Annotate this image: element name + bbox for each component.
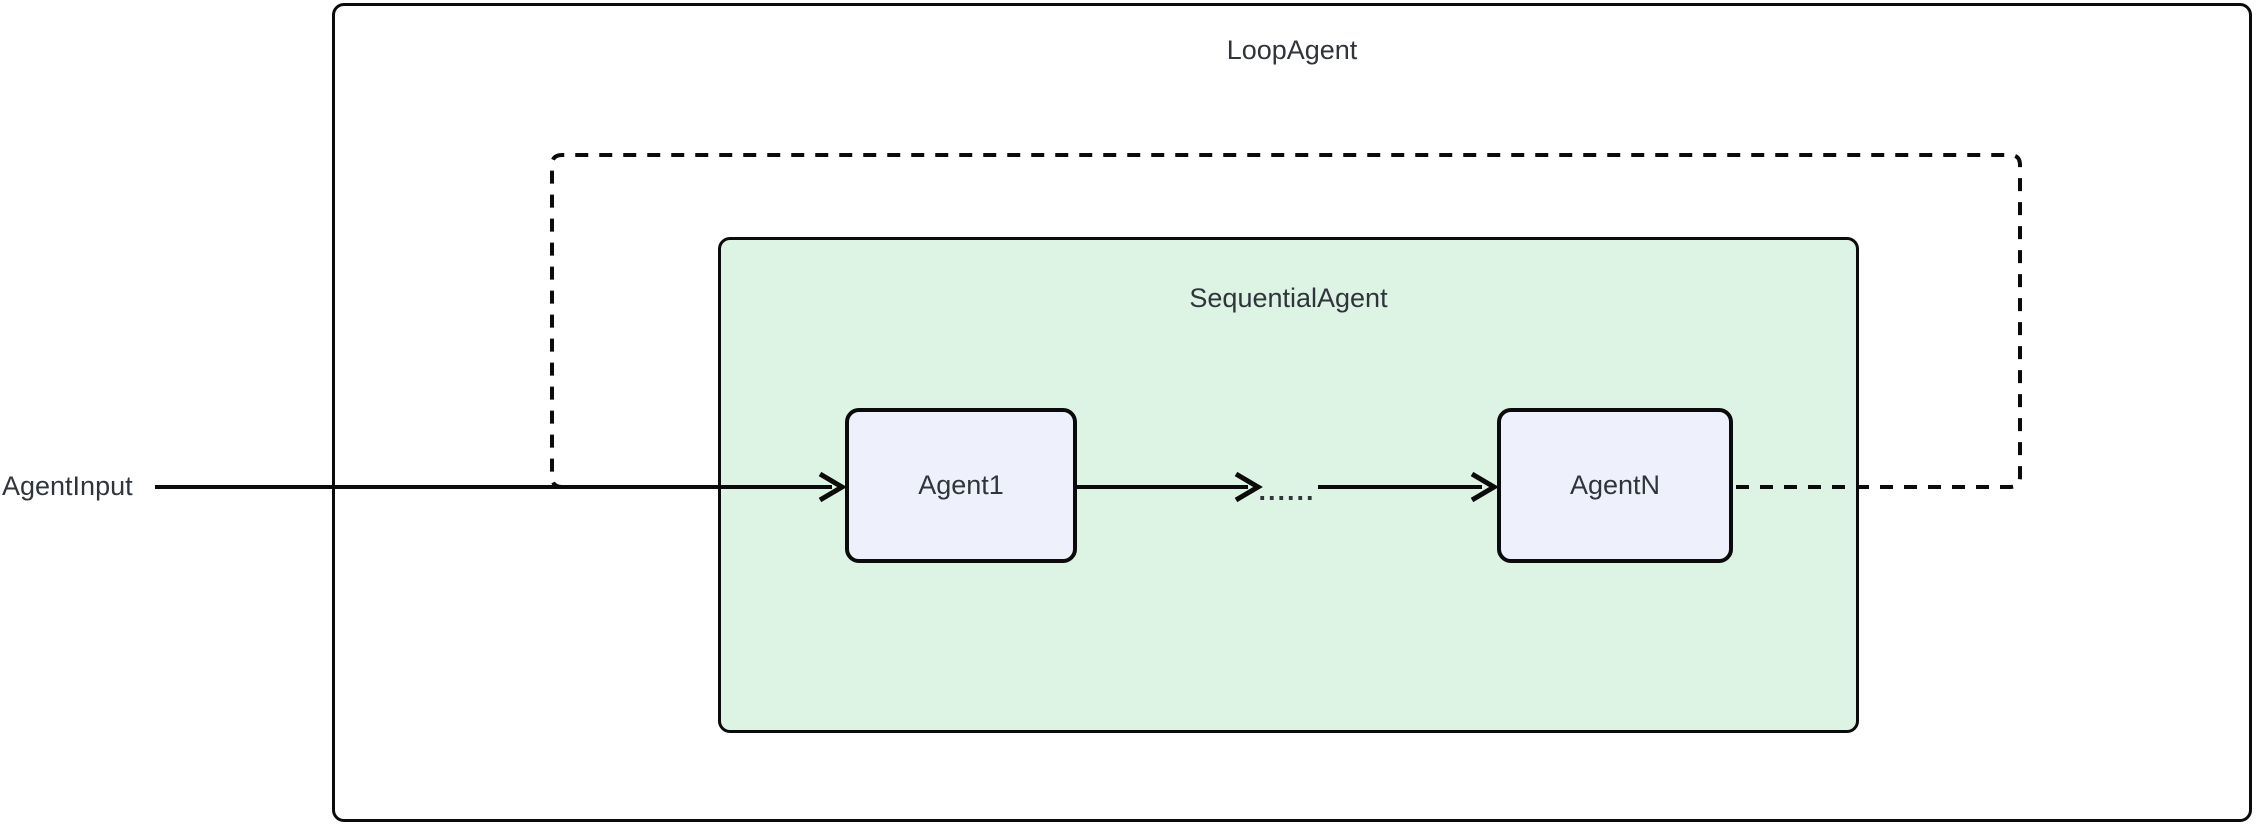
agent-input-label: AgentInput <box>2 471 133 501</box>
node-agentn: AgentN <box>1497 408 1733 563</box>
ellipsis-label: ...... <box>1258 476 1316 506</box>
sequential-agent-label: SequentialAgent <box>1189 283 1388 313</box>
node-agent1-label: Agent1 <box>918 470 1004 500</box>
node-agent1: Agent1 <box>845 408 1077 563</box>
loop-agent-label: LoopAgent <box>1226 35 1358 65</box>
node-agentn-label: AgentN <box>1569 470 1661 500</box>
